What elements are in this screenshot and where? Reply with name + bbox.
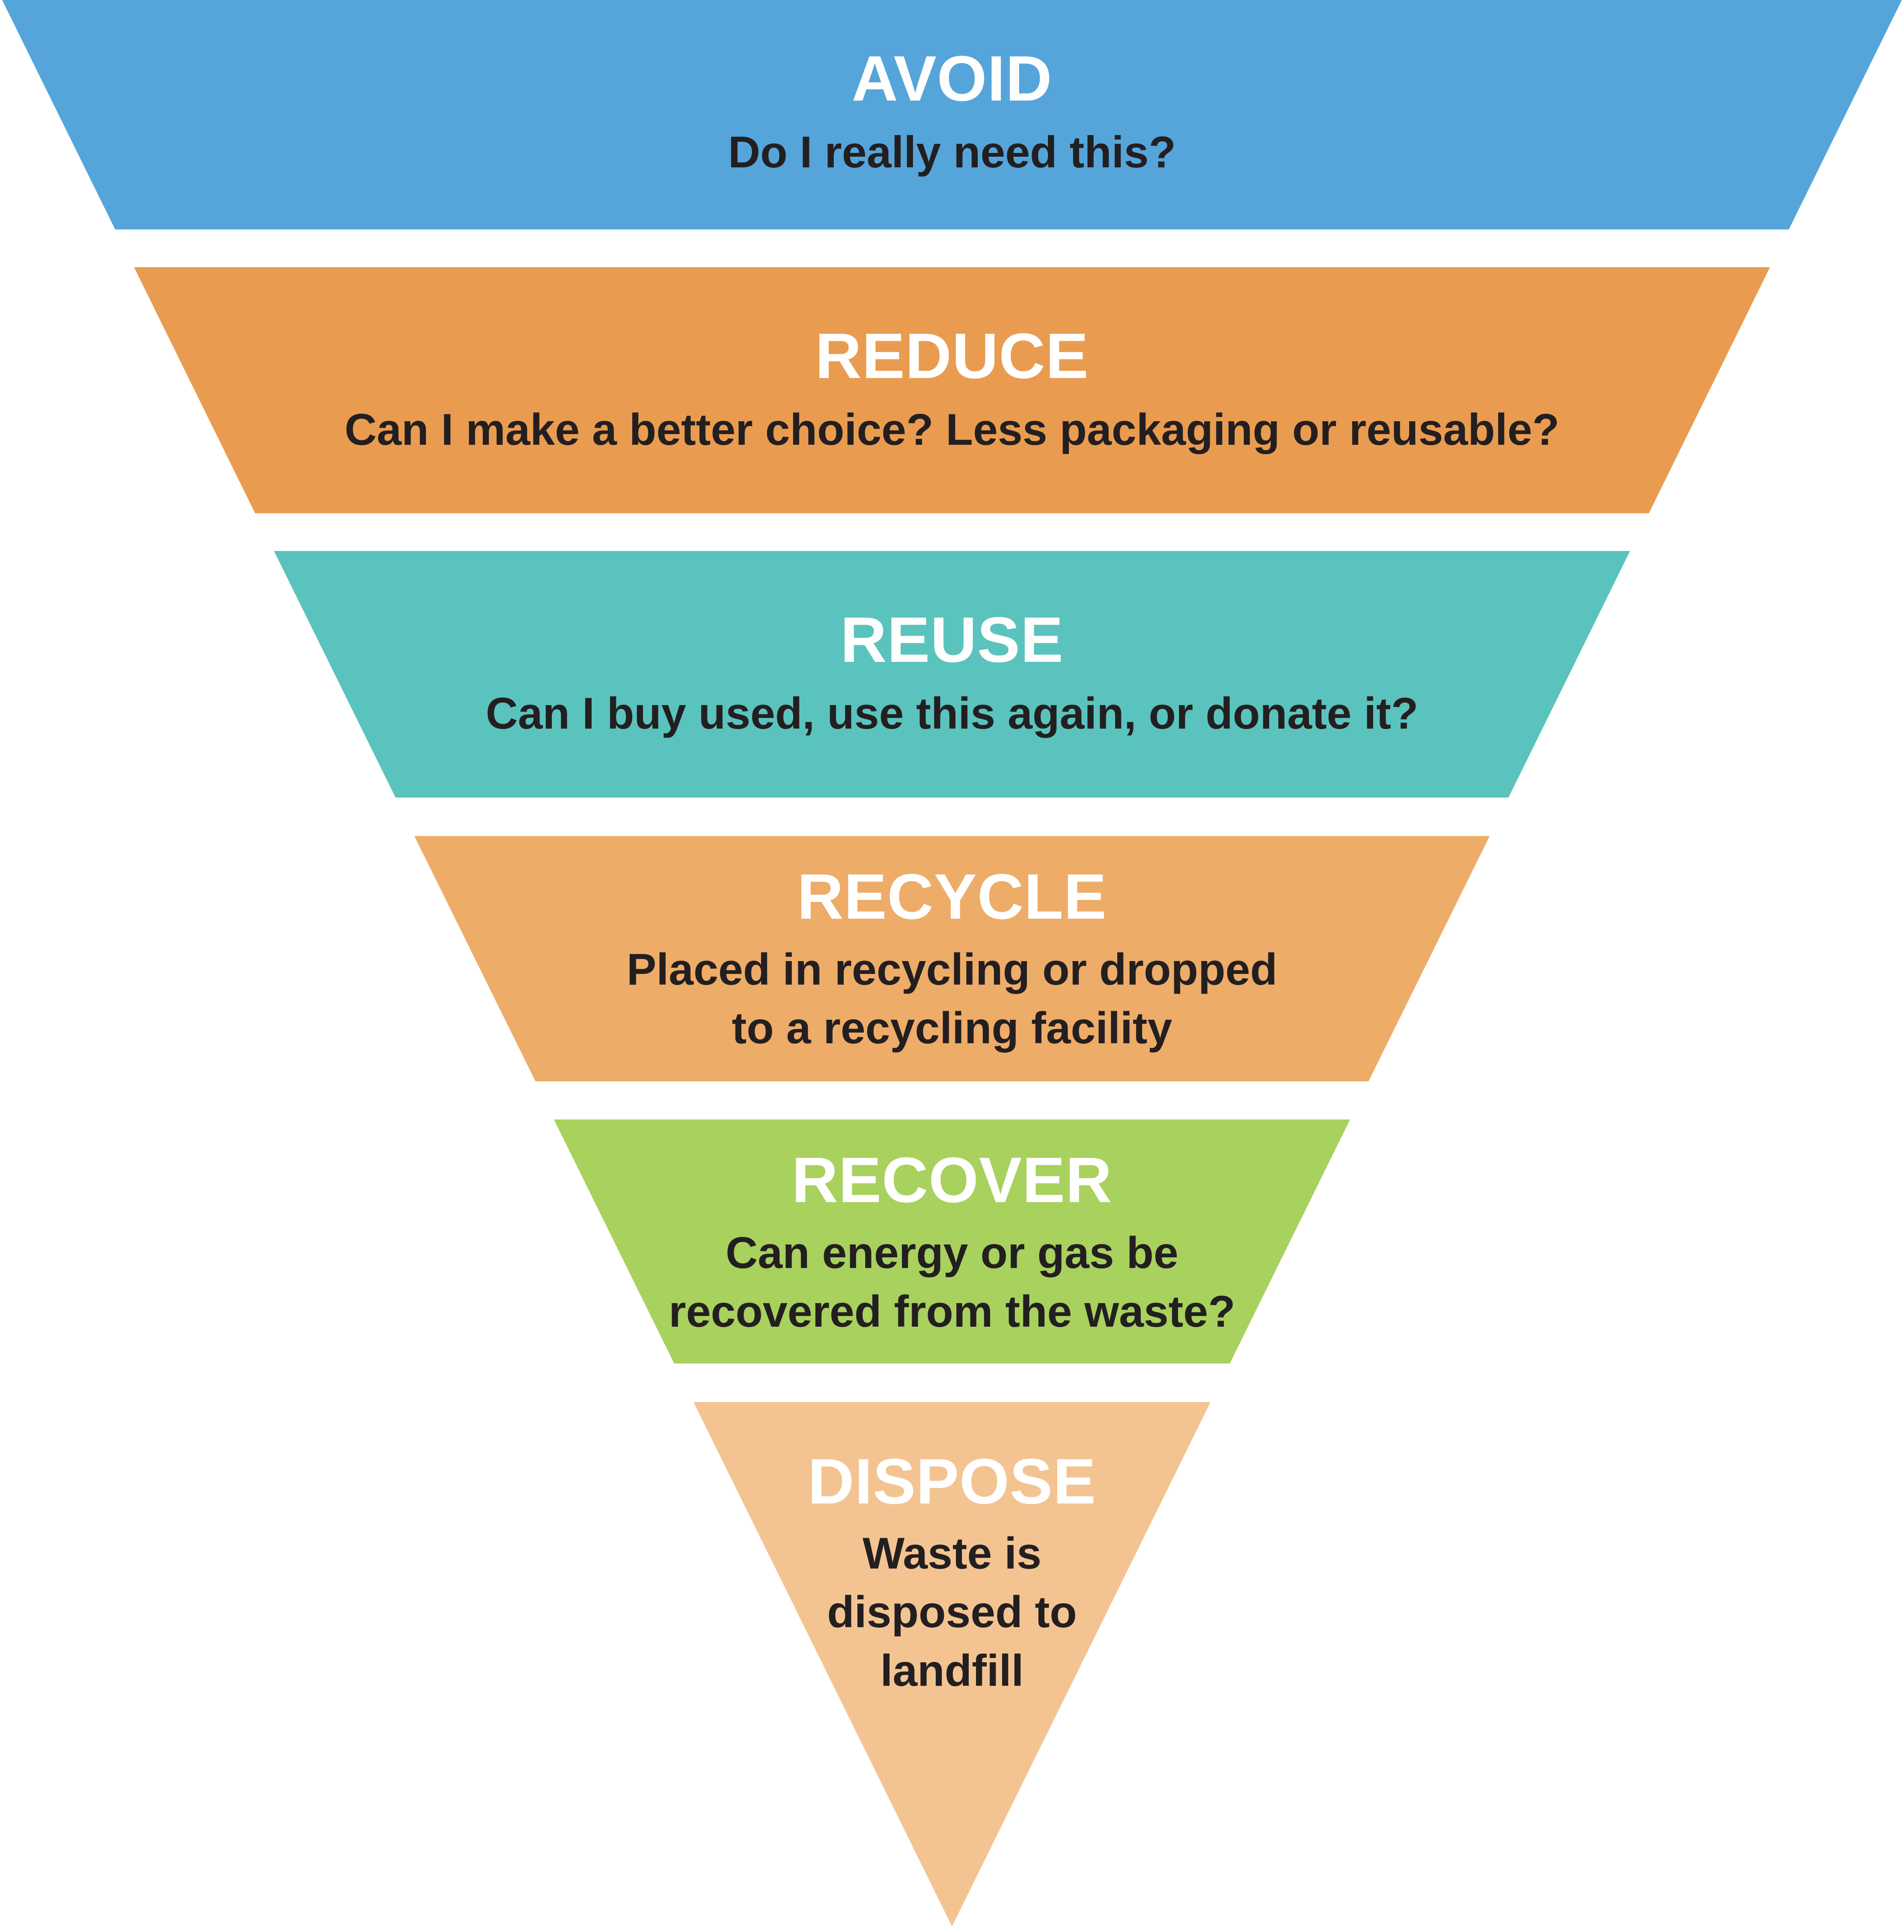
reuse-subtitle: Can I buy used, use this again, or donat…: [485, 689, 1419, 738]
dispose-title: DISPOSE: [808, 1445, 1096, 1517]
reduce-title: REDUCE: [815, 320, 1089, 392]
funnel-level-recycle: RECYCLE Placed in recycling or dropped t…: [414, 836, 1490, 1081]
funnel-level-reduce: REDUCE Can I make a better choice? Less …: [134, 267, 1770, 513]
avoid-title: AVOID: [851, 42, 1053, 114]
reuse-title: REUSE: [840, 604, 1064, 676]
recover-subtitle: Can energy or gas be recovered from the …: [669, 1228, 1235, 1337]
recover-title: RECOVER: [791, 1144, 1113, 1216]
dispose-subtitle: Waste is disposed to landfill: [827, 1529, 1077, 1696]
reduce-subtitle: Can I make a better choice? Less packagi…: [345, 405, 1559, 455]
funnel-level-dispose: DISPOSE Waste is disposed to landfill: [693, 1402, 1211, 1926]
recycle-subtitle: Placed in recycling or dropped to a recy…: [627, 945, 1277, 1053]
funnel-level-reuse: REUSE Can I buy used, use this again, or…: [274, 551, 1630, 798]
funnel-level-recover: RECOVER Can energy or gas be recovered f…: [554, 1119, 1350, 1363]
funnel-level-avoid: AVOID Do I really need this?: [2, 0, 1902, 229]
recycle-title: RECYCLE: [797, 860, 1107, 932]
avoid-subtitle: Do I really need this?: [728, 128, 1176, 177]
